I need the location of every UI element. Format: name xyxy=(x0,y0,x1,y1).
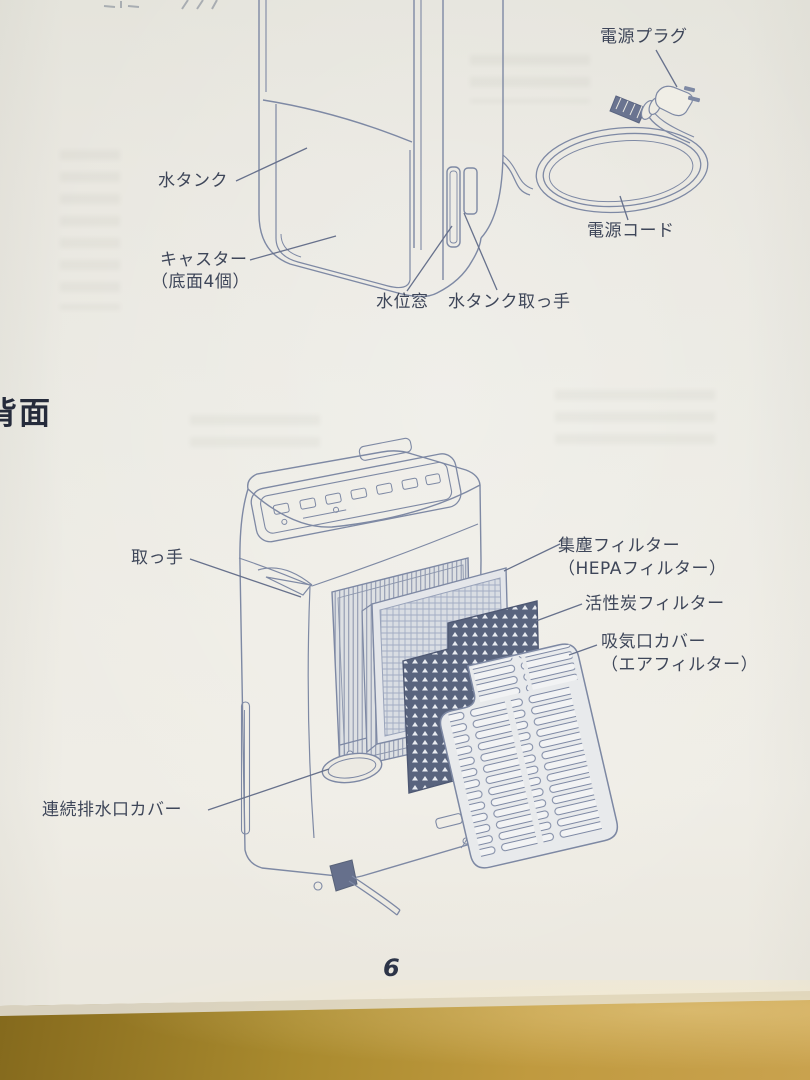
label-casters: キャスター xyxy=(160,250,248,270)
drain-cover-oval xyxy=(321,752,383,784)
label-carbon-filter: 活性炭フィルター xyxy=(585,594,725,614)
cord-coil xyxy=(535,126,709,214)
label-drain-cover: 連続排水口カバー xyxy=(42,800,182,820)
label-power-cord: 電源コード xyxy=(587,221,675,241)
section-heading: 背面 xyxy=(0,396,52,432)
bleedthrough-smudge xyxy=(470,55,590,103)
paper-sheet xyxy=(0,0,810,1006)
bleedthrough-smudge xyxy=(60,150,120,310)
label-intake-cover-note: （エアフィルター） xyxy=(601,655,759,675)
label-dust-filter-note: （HEPAフィルター） xyxy=(558,559,727,579)
label-water-level-window: 水位窓 xyxy=(376,292,429,312)
leader-lines xyxy=(189,49,678,811)
page-number: 6 xyxy=(383,954,400,982)
clipped-top-text-fragment xyxy=(103,0,218,10)
label-power-plug: 電源プラグ xyxy=(600,27,688,47)
label-dust-filter: 集塵フィルター xyxy=(558,536,681,556)
label-tank-handle: 水タンク取っ手 xyxy=(448,292,571,312)
bleedthrough-smudge xyxy=(555,390,715,456)
desk-surface xyxy=(0,980,810,1080)
bottom-cord xyxy=(329,859,401,916)
power-plug-drawing xyxy=(609,85,701,124)
power-cord-drawing xyxy=(502,107,709,214)
label-handle: 取っ手 xyxy=(131,548,184,568)
label-water-tank: 水タンク xyxy=(158,171,228,191)
front-diagram-unit xyxy=(258,0,504,298)
diagram-artwork xyxy=(103,0,709,916)
bleedthrough-smudge xyxy=(190,415,320,459)
label-intake-cover: 吸気口カバー xyxy=(601,632,706,652)
intake-cover-panel xyxy=(439,643,619,869)
label-casters-note: （底面4個） xyxy=(151,272,250,292)
